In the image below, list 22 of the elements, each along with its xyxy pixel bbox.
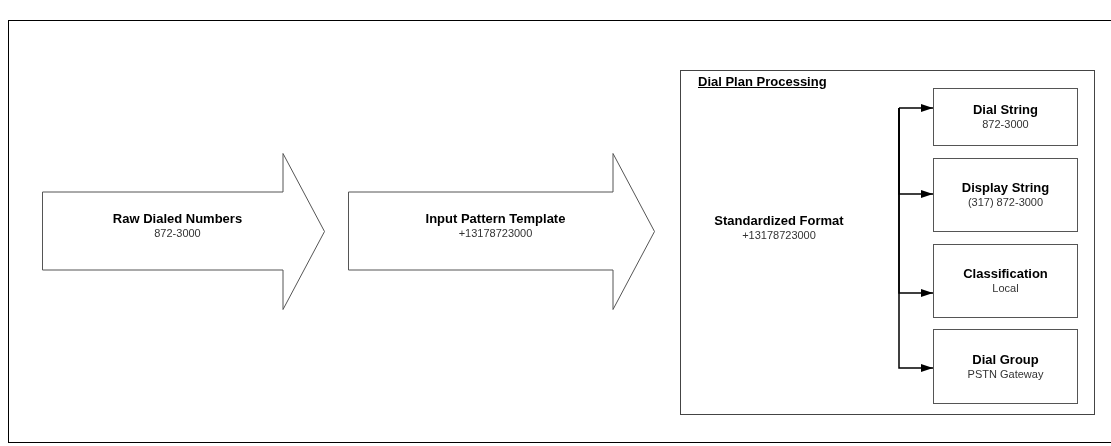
branch-arrow [898,104,934,112]
node-value: 872-3000 [154,227,201,241]
branch-arrow [898,107,934,372]
node-title: Input Pattern Template [425,211,566,228]
processing-panel [680,70,1095,415]
node-title: Standardized Format [714,213,844,230]
node-value: 872-3000 [982,118,1029,132]
node-value: (317) 872-3000 [967,196,1044,210]
output-box [933,88,1078,146]
node-value: +13178723000 [458,227,533,241]
node-title: Classification [963,266,1048,283]
node-value: Local [992,282,1019,296]
output-box [933,244,1078,318]
panel-title: Dial Plan Processing [698,73,827,91]
output-box [933,158,1078,232]
node-title: Dial Group [972,351,1039,368]
output-box [933,329,1078,404]
node-title: Dial String [973,102,1038,119]
node-title: Raw Dialed Numbers [112,211,243,228]
node-value: PSTN Gateway [967,367,1044,382]
node-title: Display String [961,180,1050,197]
node-value: +13178723000 [742,229,816,243]
